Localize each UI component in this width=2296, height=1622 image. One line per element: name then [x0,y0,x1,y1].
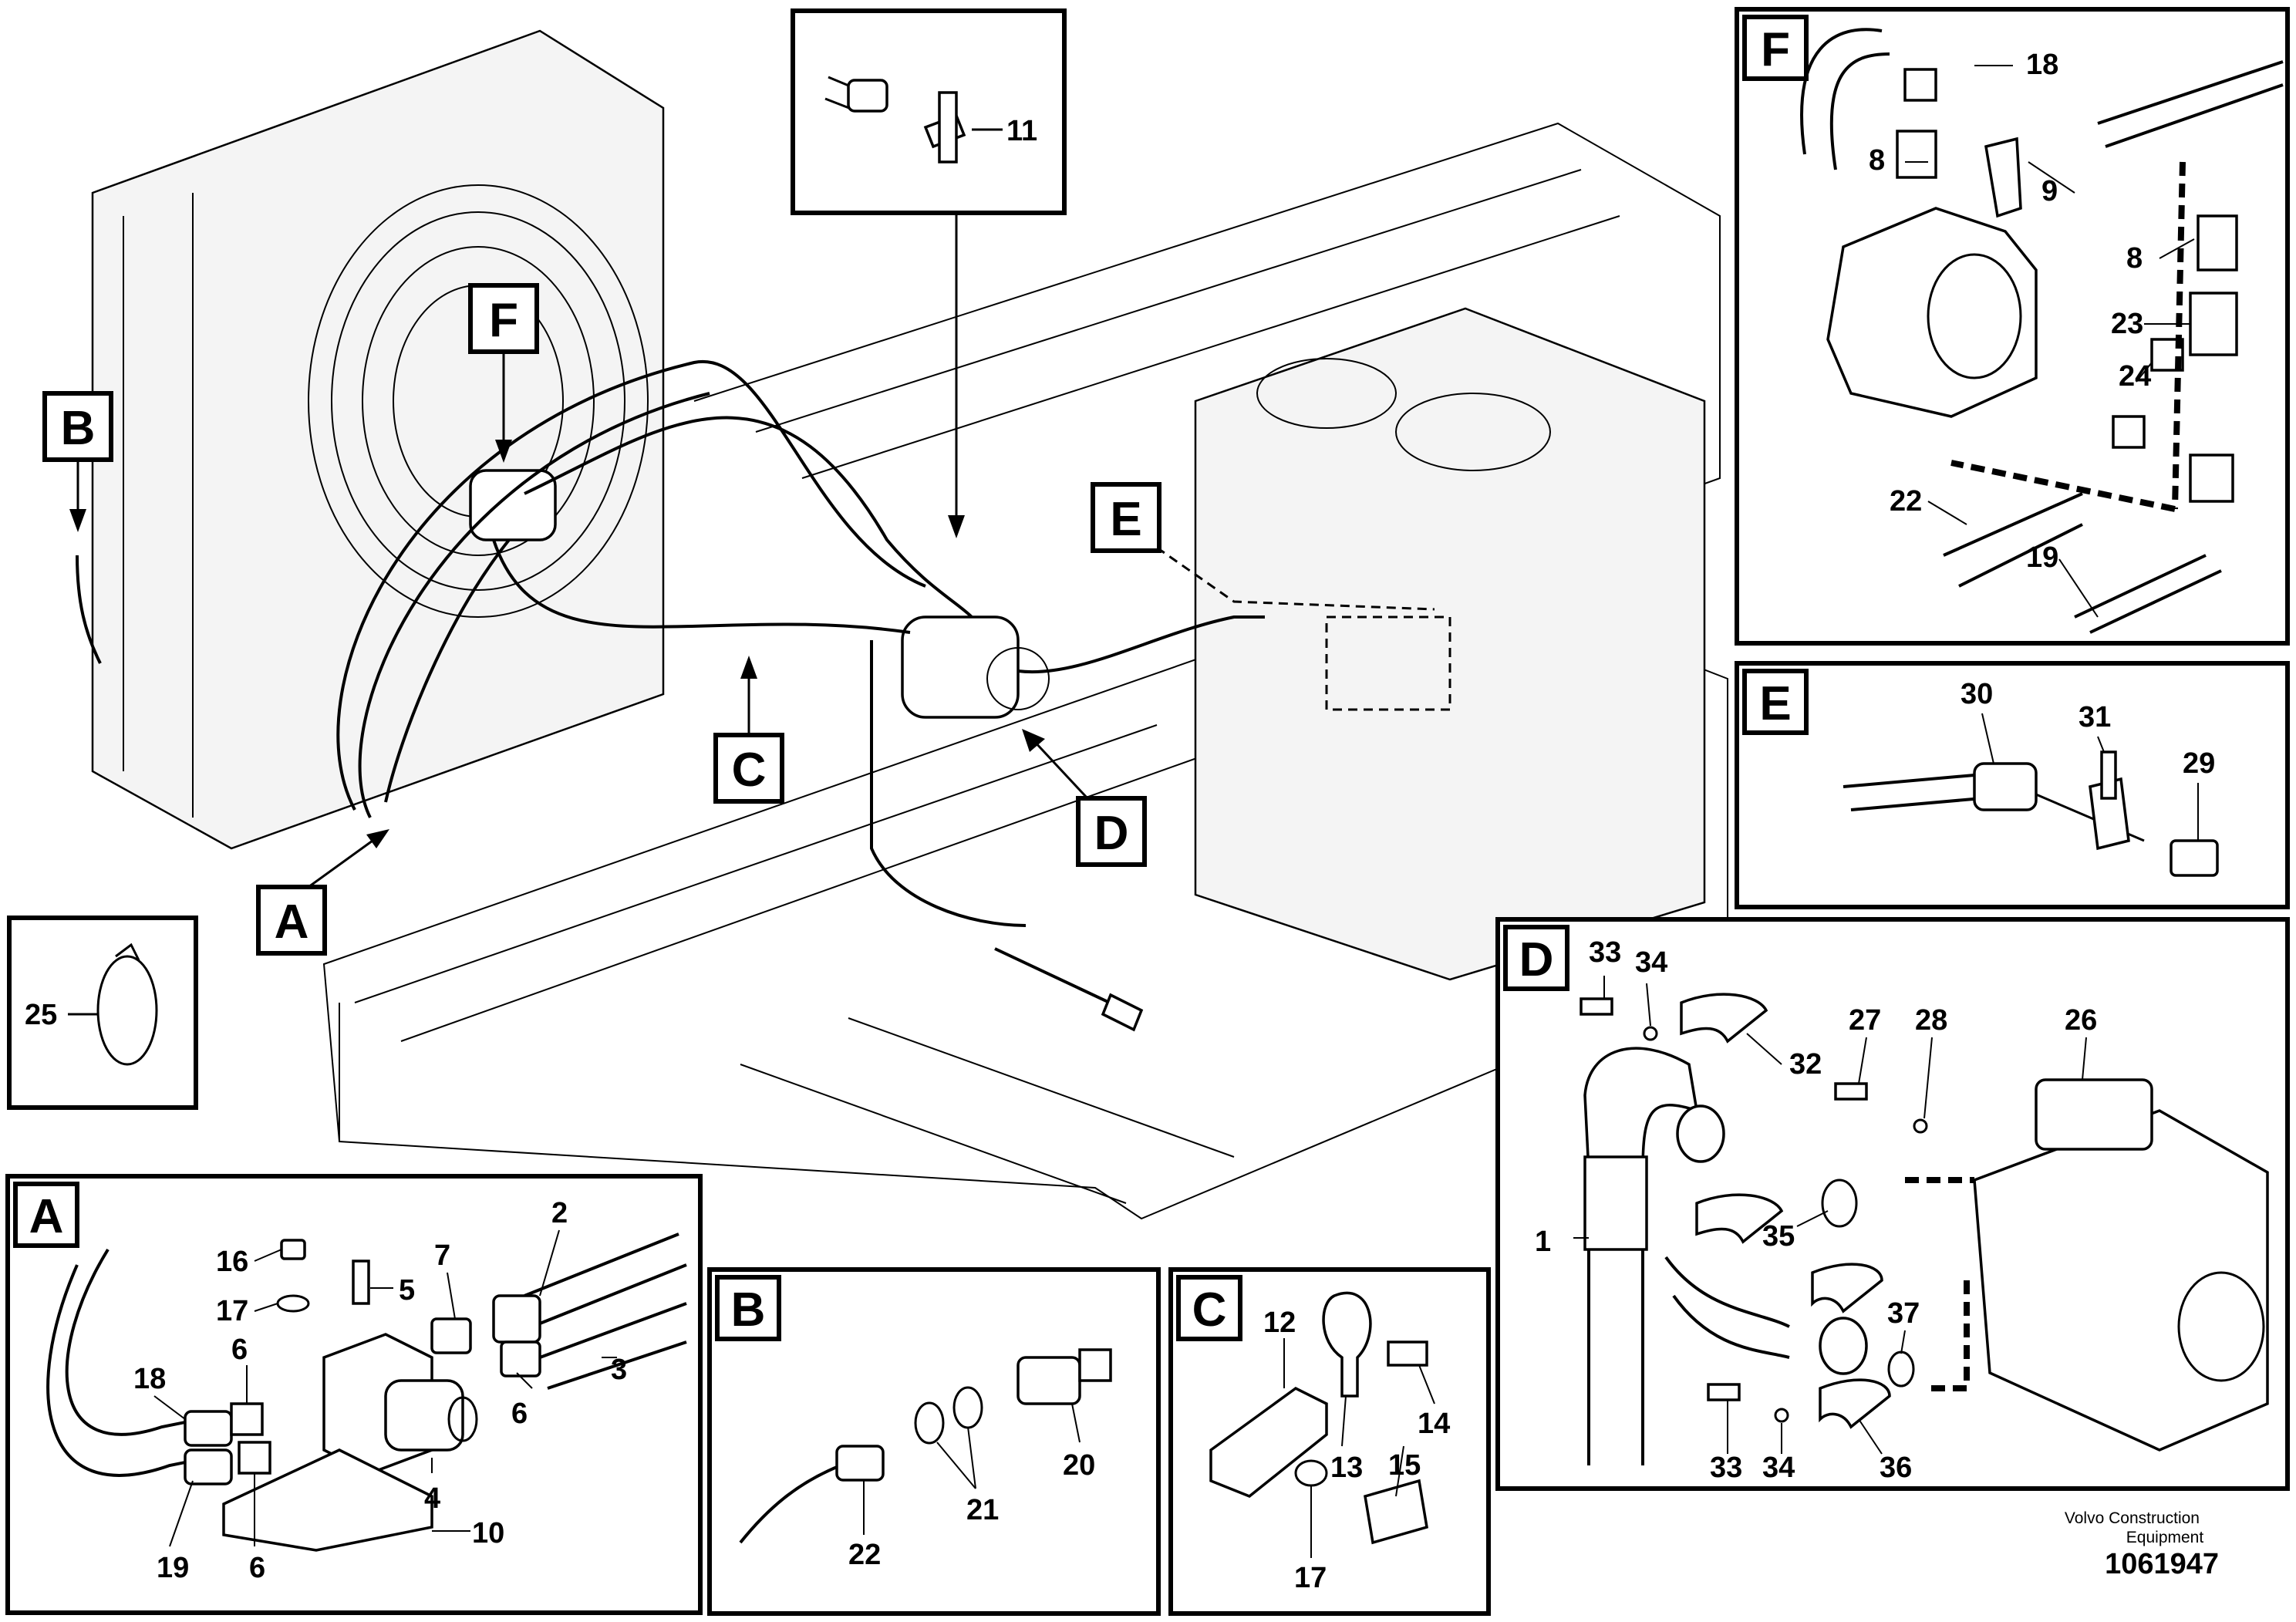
detail-F-part-2: 8 [1869,144,1885,177]
detail-D: D 33 34 32 27 28 26 1 35 [1495,917,2290,1491]
detail-A-part-8: 6 [511,1398,528,1430]
detail-C-part-3: 13 [1330,1452,1363,1484]
detail-B-title: B [731,1283,766,1337]
document-number: 1061947 [2105,1548,2219,1580]
detail-D-part-5: 28 [1915,1004,1947,1037]
callout-F: F [468,283,539,463]
detail-A-part-9: 3 [611,1354,627,1386]
detail-E-part-1: 30 [1961,678,1993,710]
detail-D-part-1: 33 [1589,936,1621,969]
detail-A-part-13: 10 [472,1517,504,1549]
detail-E-part-3: 29 [2183,747,2215,780]
detail-D-part-6: 26 [2065,1004,2097,1037]
callout-B: B [42,391,113,532]
detail-A-part-12: 6 [249,1552,265,1584]
callout-C: C [713,656,784,804]
main-illustration [76,29,1728,1220]
detail-A-part-11: 19 [157,1552,189,1584]
detail-B-part-2: 21 [966,1494,999,1526]
detail-C-part-2: 14 [1418,1408,1450,1440]
callout-D-text: D [1094,807,1129,860]
detail-D-part-7: 1 [1535,1226,1551,1258]
detail-D-part-2: 34 [1635,946,1667,979]
callout-A-text: A [275,895,309,949]
callout-A: A [256,829,389,956]
detail-C-part-5: 17 [1294,1562,1327,1594]
callout-D: D [1022,729,1147,867]
detail-E-title: E [1759,677,1791,730]
detail-A-part-2: 17 [216,1295,248,1327]
detail-F-part-7: 22 [1890,485,1922,518]
detail-C-part-4: 15 [1388,1449,1421,1482]
company-line-2: Equipment [2126,1529,2204,1546]
company-line-1: Volvo Construction [2065,1509,2200,1527]
detail-F-part-3: 9 [2041,175,2058,207]
detail-D-part-3: 32 [1789,1048,1822,1081]
detail-D-part-12: 36 [1880,1452,1912,1484]
callout-E-text: E [1110,493,1141,546]
detail-E-part-2: 31 [2079,701,2111,733]
detail-A-part-7: 2 [551,1197,568,1229]
detail-E: E 30 31 29 [1735,661,2290,909]
detail-A: A 16 17 6 18 5 7 2 6 3 4 19 [5,1174,703,1615]
inset-cable-clip: 25 [7,916,198,1110]
callout-E: E [1091,482,1161,553]
detail-A-part-6: 7 [434,1239,450,1272]
detail-C-part-1: 12 [1263,1307,1296,1339]
detail-A-part-3: 6 [231,1334,248,1366]
detail-A-part-10: 4 [424,1482,440,1515]
detail-D-part-8: 35 [1762,1220,1795,1253]
inset-top-connector: 11 [791,8,1067,538]
detail-C-title: C [1192,1283,1227,1337]
footer: Volvo Construction Equipment 1061947 [2065,1509,2219,1580]
detail-B: B 20 21 22 [707,1267,1161,1616]
detail-A-part-1: 16 [216,1246,248,1278]
detail-D-title: D [1519,933,1554,986]
detail-D-part-11: 34 [1762,1452,1795,1484]
callout-F-text: F [489,294,518,347]
detail-D-part-10: 33 [1710,1452,1742,1484]
detail-D-part-9: 37 [1887,1297,1920,1330]
detail-A-part-5: 5 [399,1274,415,1307]
part-25-label: 25 [25,999,57,1031]
part-11-label: 11 [1006,115,1037,147]
detail-F-part-4: 8 [2126,242,2143,275]
detail-A-title: A [29,1190,64,1243]
detail-D-part-4: 27 [1849,1004,1881,1037]
detail-F-part-6: 24 [2119,360,2151,393]
detail-F-part-1: 18 [2026,49,2058,81]
detail-A-part-4: 18 [133,1363,166,1395]
detail-B-part-1: 20 [1063,1449,1095,1482]
detail-F-title: F [1761,23,1790,76]
detail-F-part-8: 19 [2026,541,2058,574]
detail-C: C 12 14 13 15 17 [1168,1267,1491,1616]
detail-B-part-3: 22 [848,1539,881,1571]
detail-F: F 18 8 9 8 23 24 22 19 [1735,7,2290,646]
detail-F-part-5: 23 [2111,308,2143,340]
callout-C-text: C [732,744,767,797]
callout-B-text: B [61,402,96,455]
